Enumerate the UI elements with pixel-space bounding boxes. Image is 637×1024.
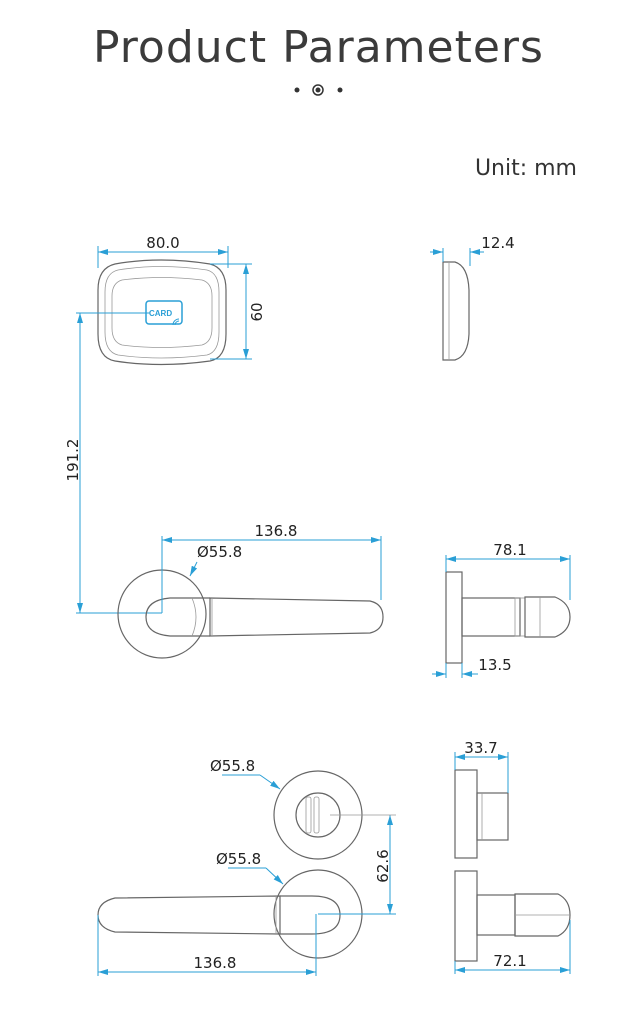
- lever-handle-front: [117, 569, 384, 659]
- dimension-label: 80.0: [146, 234, 179, 252]
- card-reader-front: CARD: [97, 259, 227, 366]
- dimension-rosette-diameter: Ø55.8: [189, 543, 242, 577]
- dimension-lever-length: 136.8: [161, 522, 382, 613]
- lever-handle-side-2: [454, 870, 571, 962]
- wireless-icon: [172, 318, 180, 326]
- dimension-label: 62.6: [374, 849, 392, 882]
- dimension-label: 60: [248, 302, 266, 321]
- dimension-label: 136.8: [194, 954, 237, 972]
- page-title: Product Parameters: [93, 22, 544, 73]
- dimension-label: 191.2: [64, 439, 82, 482]
- dimension-label: Ø55.8: [210, 757, 255, 775]
- dimension-label: 12.4: [481, 234, 514, 252]
- dimension-spacing: 62.6: [318, 814, 396, 915]
- dimension-label: 78.1: [493, 541, 526, 559]
- dimension-handle-projection-2: 72.1: [454, 920, 571, 974]
- dimension-handle-projection: 78.1: [445, 541, 571, 600]
- dimension-card-height: 60: [210, 263, 266, 360]
- dimension-label: Ø55.8: [197, 543, 242, 561]
- dimension-label: 33.7: [464, 739, 497, 757]
- title-divider-dots: [294, 84, 343, 96]
- dimension-handle-diameter-2: Ø55.8: [216, 850, 284, 885]
- unit-label: Unit: mm: [474, 156, 577, 181]
- dimension-thumbturn-diameter: Ø55.8: [210, 757, 281, 790]
- dimension-label: Ø55.8: [216, 850, 261, 868]
- dimension-card-depth: 12.4: [430, 234, 515, 266]
- card-badge-label: CARD: [149, 309, 172, 318]
- thumbturn-side: [454, 769, 509, 859]
- dimension-label: 72.1: [493, 952, 526, 970]
- dimension-thumbturn-projection: 33.7: [454, 739, 509, 793]
- card-reader-side: [442, 261, 470, 361]
- dimension-card-width: 80.0: [97, 234, 229, 268]
- dimension-lever-length-2: 136.8: [97, 914, 317, 976]
- dimension-reader-to-handle: 191.2: [64, 312, 162, 614]
- dimension-label: 13.5: [478, 656, 511, 674]
- lever-handle-side: [445, 571, 571, 664]
- dimension-plate-thickness: 13.5: [432, 656, 512, 678]
- dimension-label: 136.8: [255, 522, 298, 540]
